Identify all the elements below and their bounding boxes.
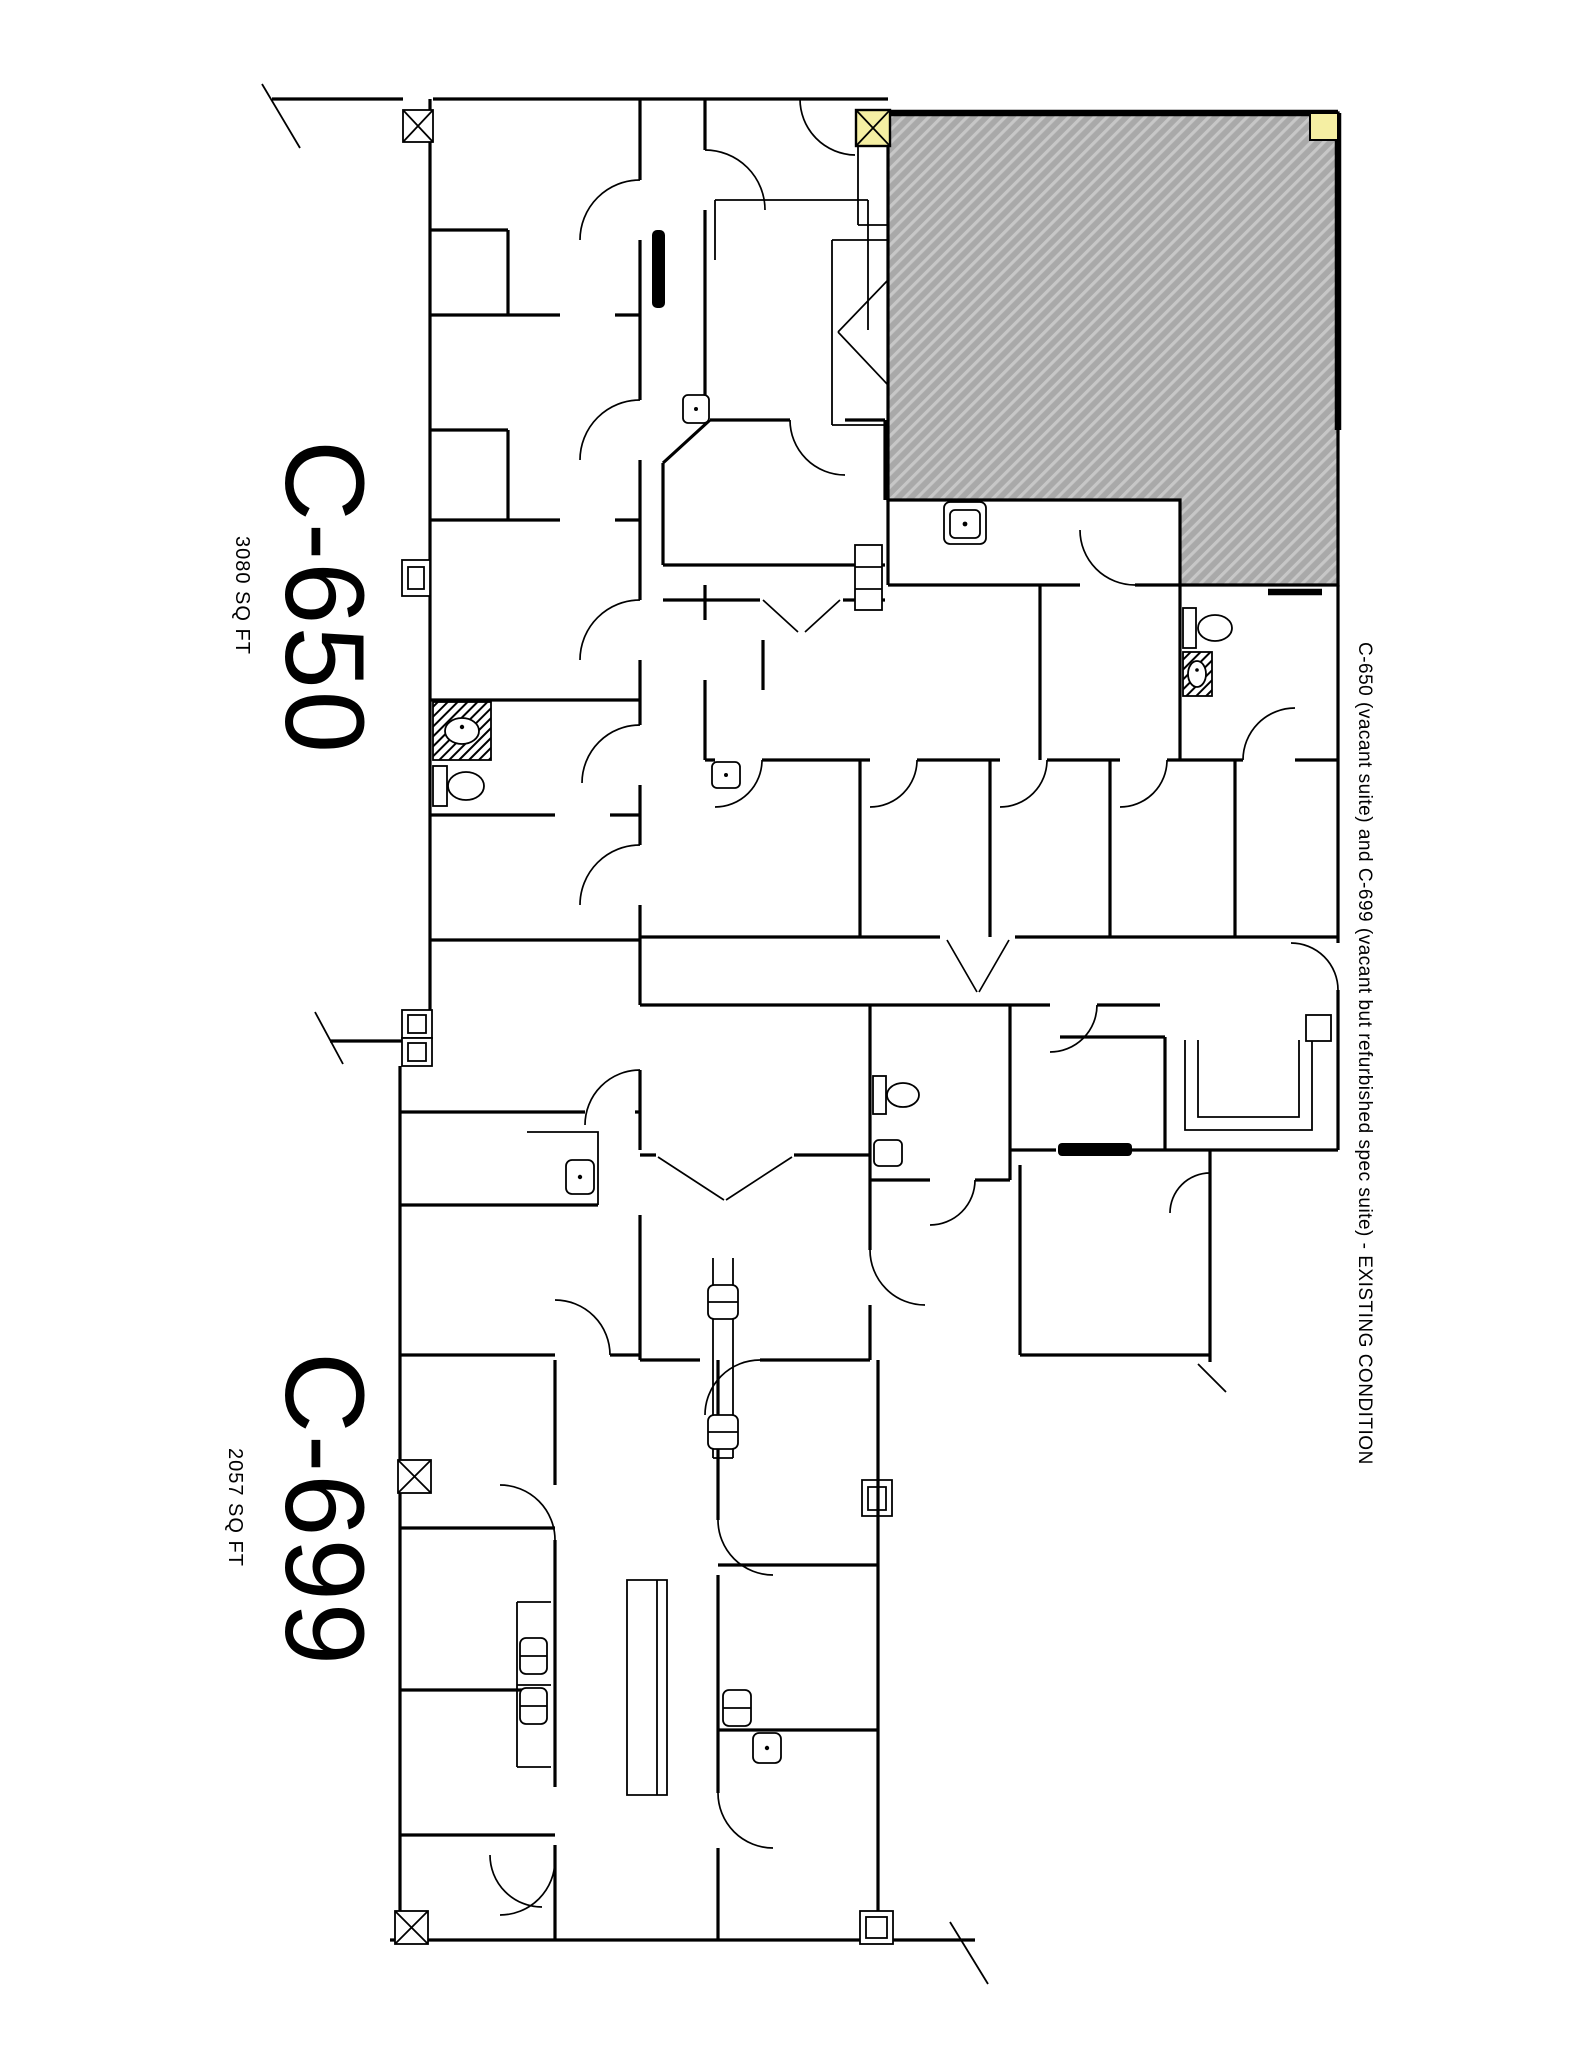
door-swing-arcs: [489, 98, 1339, 1916]
sink-icon: [519, 1637, 548, 1675]
c699-interior-walls: [400, 1360, 893, 1940]
wall-break-tick: [949, 1921, 989, 1985]
sink-icon: [565, 1159, 595, 1195]
sink-icon: [943, 501, 987, 545]
pocket-door-icon: [652, 230, 665, 308]
counter: [626, 1579, 668, 1796]
wall-break-tick: [1197, 1363, 1227, 1393]
suite-c650-label: C-650: [262, 440, 387, 756]
highlighted-corner-marker: [1309, 112, 1339, 141]
sink-icon: [707, 1414, 739, 1450]
double-door-leaves-icon: [946, 939, 1010, 993]
c650-interior-walls: [400, 99, 1338, 1459]
window-marker-icon: [854, 544, 883, 611]
highlighted-column-x-icon: [854, 108, 892, 148]
toilet-icon: [432, 765, 485, 807]
double-door-leaves-icon: [837, 279, 889, 386]
outer-walls: [272, 97, 1340, 1942]
wall-break-ticks: [261, 83, 1227, 1985]
column-markers: [394, 109, 894, 1945]
fixtures: [432, 394, 1322, 1764]
double-door-leaves-icon: [762, 599, 841, 633]
window-marker-icon: [401, 559, 431, 597]
wall-break-tick: [314, 1011, 344, 1065]
column-marker-plain-icon: [859, 1910, 894, 1945]
suite-c650-area-label: 3080 SQ FT: [231, 536, 253, 655]
double-door-leaves-icon: [657, 1156, 793, 1201]
sink-counter-icon: [1182, 651, 1213, 697]
sink-icon: [711, 761, 741, 789]
toilet-icon: [1182, 607, 1233, 649]
column-marker-x-icon: [394, 1910, 429, 1945]
column-marker-x-icon: [402, 109, 434, 143]
wall-break-tick: [261, 83, 301, 149]
column-enclosure: [857, 145, 888, 226]
sink-icon: [519, 1687, 548, 1725]
sink-counter-icon: [432, 701, 492, 761]
toilet-icon: [872, 1075, 920, 1115]
hatched-vacant-area: [831, 108, 1342, 587]
window-marker-icon: [401, 1009, 433, 1067]
sink-icon: [722, 1689, 752, 1727]
suite-c699-label: C-699: [262, 1352, 387, 1668]
suite-c699-area-label: 2057 SQ FT: [224, 1448, 246, 1567]
column-marker-x-icon: [397, 1459, 432, 1494]
existing-condition-note: C-650 (vacant suite) and C-699 (vacant b…: [1354, 642, 1375, 1465]
pocket-door-icon: [1058, 1143, 1132, 1156]
sink-icon: [707, 1284, 739, 1320]
sink-icon: [752, 1732, 782, 1764]
sink-icon: [682, 394, 710, 424]
sink-icon: [873, 1139, 903, 1167]
